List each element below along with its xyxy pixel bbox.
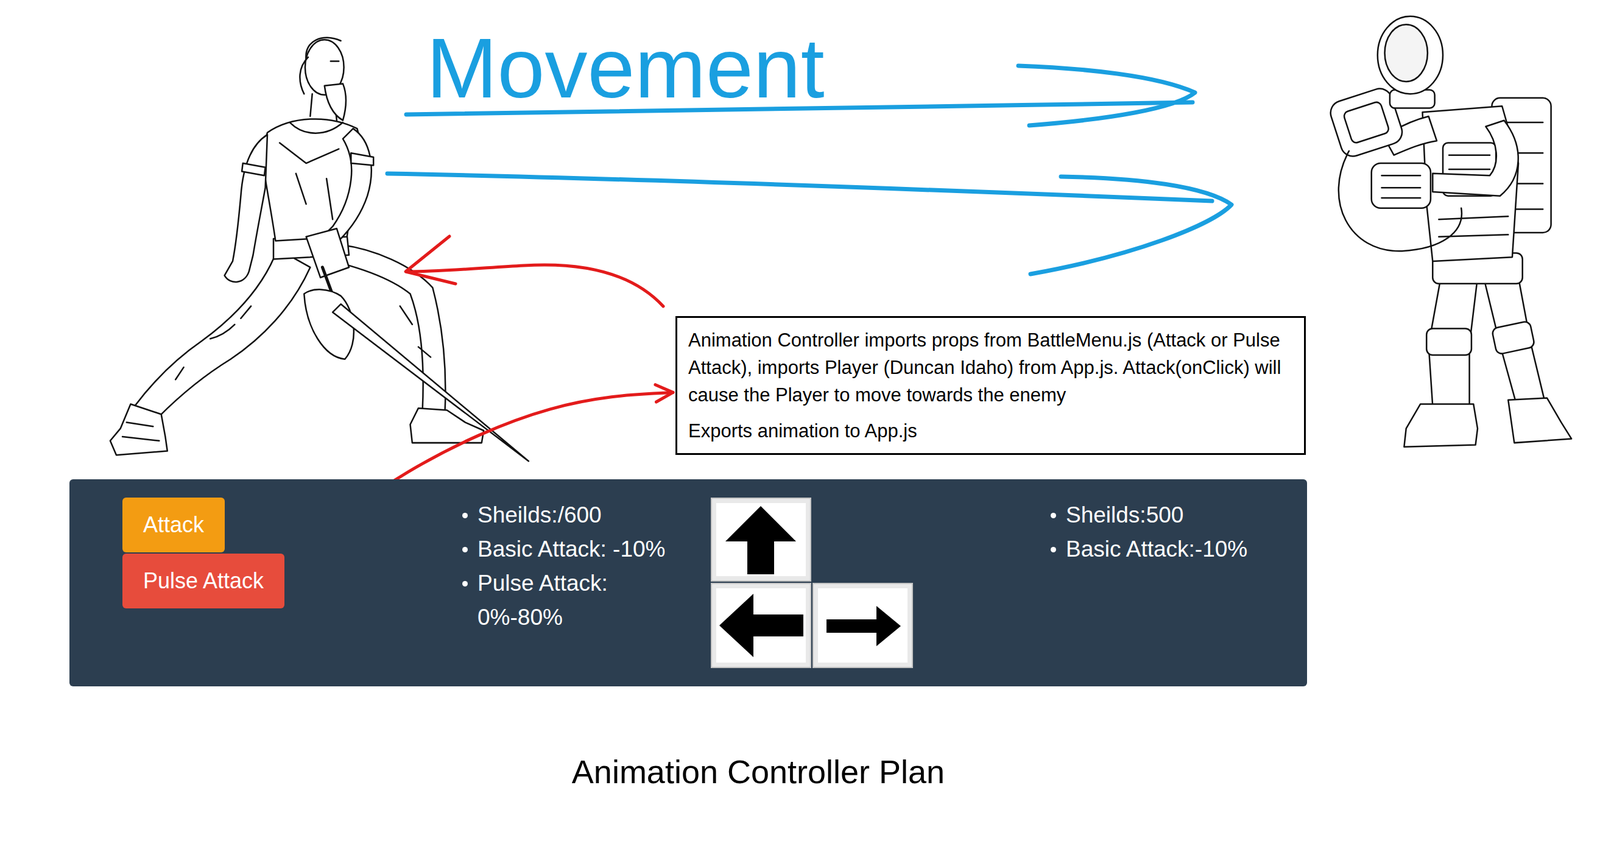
leader-arrowhead	[405, 236, 456, 284]
enemy-boot	[1403, 403, 1478, 447]
left-arrow-symbol	[719, 593, 804, 658]
right-arrow-symbol	[826, 606, 901, 647]
swordsman-boot	[110, 403, 168, 455]
enemy-knee	[1491, 320, 1535, 356]
attack-button: Attack	[122, 497, 225, 553]
up-arrow-symbol	[725, 506, 797, 575]
stats-list: Sheilds:500Basic Attack:-10%	[1050, 498, 1307, 567]
swordsman-fold	[400, 306, 431, 358]
enemy-boot	[1508, 397, 1572, 443]
bullet-dot	[462, 546, 468, 553]
leader-line	[406, 264, 664, 307]
button-label: Attack	[143, 511, 205, 540]
caption-text: Animation Controller Plan	[0, 750, 1517, 793]
enemy-arm	[1432, 120, 1518, 197]
key-cap	[711, 498, 811, 582]
key-face	[716, 503, 806, 577]
arrow-keys-icon	[710, 497, 915, 672]
sword-guard	[303, 289, 354, 359]
armored-enemy-figure	[1327, 16, 1572, 448]
enemy-device-lines	[1381, 175, 1421, 198]
enemy-visor	[1385, 24, 1428, 82]
bullet-dot	[1050, 512, 1057, 519]
swordsman-eye	[330, 60, 339, 63]
movement-arrow-head	[1030, 176, 1232, 275]
key-cap	[711, 583, 811, 668]
battle-panel: Sheilds:/600Basic Attack: -10%Pulse Atta…	[69, 479, 1308, 687]
list-item: Pulse Attack: 0%-80%	[462, 566, 676, 635]
enemy-device	[1371, 163, 1431, 209]
stat-text: Basic Attack: -10%	[477, 532, 676, 567]
key-face	[716, 588, 806, 663]
swordsman-armband	[241, 163, 266, 176]
list-item: Sheilds:500	[1050, 498, 1307, 533]
swordsman-beard	[324, 83, 346, 120]
swordsman-gauntlet	[306, 228, 349, 278]
key-face	[817, 588, 908, 663]
swordsman-arm	[224, 134, 268, 282]
bullet-dot	[462, 512, 468, 519]
swordsman-leg	[134, 249, 311, 417]
enemy-cable	[1338, 151, 1462, 251]
enemy-torso	[1422, 105, 1519, 262]
list-item: Sheilds:/600	[462, 498, 676, 533]
note-text: Animation Controller imports props from …	[688, 326, 1294, 409]
enemy-knee	[1426, 328, 1472, 356]
enemy-helmet	[1377, 16, 1443, 94]
enemy-device-panel	[1342, 101, 1390, 145]
list-item: Basic Attack:-10%	[1050, 532, 1307, 567]
stat-text: Sheilds:500	[1065, 498, 1307, 533]
swordsman-shirt	[279, 122, 343, 220]
swordsman-lace	[122, 422, 159, 441]
sword-blade	[332, 303, 529, 462]
movement-label: Movement	[426, 25, 825, 111]
movement-arrow-head	[1018, 65, 1195, 126]
stats-list: Sheilds:/600Basic Attack: -10%Pulse Atta…	[462, 498, 676, 635]
pulse-attack-button: Pulse Attack	[122, 553, 285, 609]
bullet-dot	[1050, 546, 1057, 553]
swordsman-fold	[175, 306, 251, 381]
note-text: Exports animation to App.js	[688, 417, 1294, 445]
player-leader-arrow	[405, 236, 664, 307]
note-box: Animation Controller imports props from …	[675, 316, 1306, 455]
list-item: Basic Attack: -10%	[462, 532, 676, 567]
key-cap	[813, 583, 913, 668]
swordsman-arm	[322, 128, 371, 247]
enemy-leg	[1483, 277, 1546, 405]
bullet-dot	[462, 581, 468, 587]
stat-text: Basic Attack:-10%	[1065, 532, 1307, 567]
swordsman-armband	[350, 152, 374, 166]
stat-text: Sheilds:/600	[477, 498, 676, 533]
button-label: Pulse Attack	[143, 567, 264, 596]
stat-text: Pulse Attack: 0%-80%	[477, 566, 676, 635]
